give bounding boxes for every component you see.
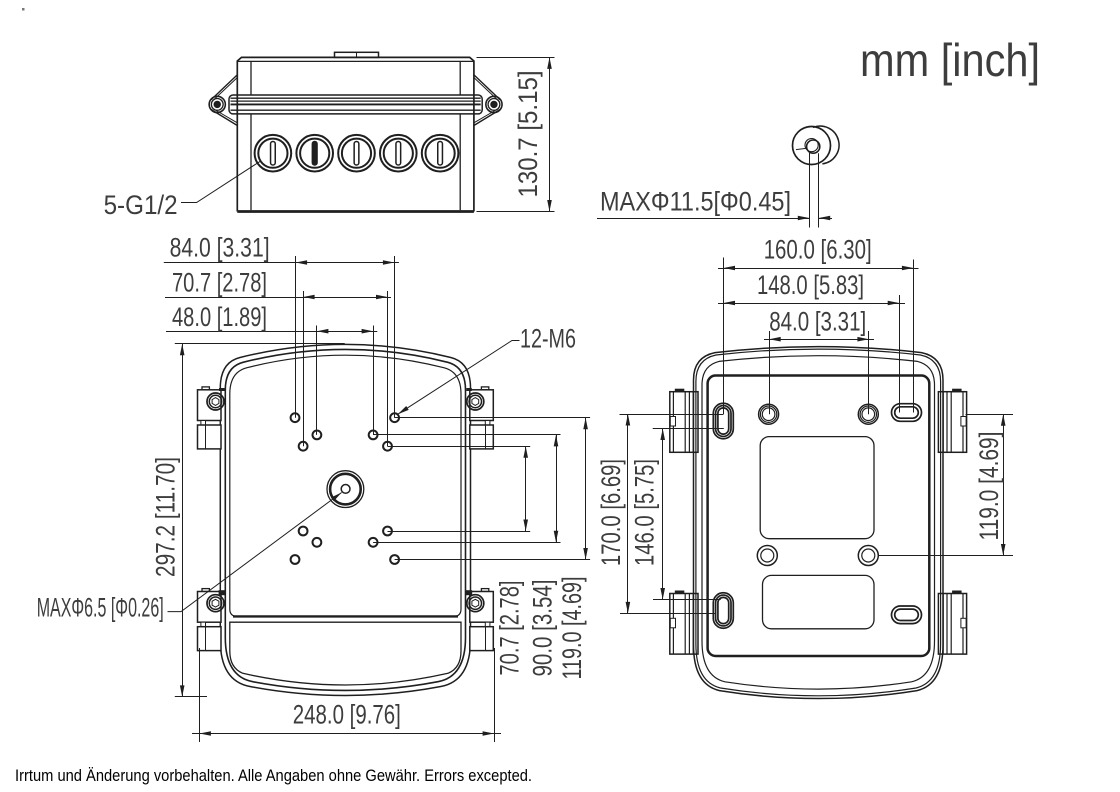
- svg-text:MAXΦ6.5 [Φ0.26]: MAXΦ6.5 [Φ0.26]: [37, 593, 164, 623]
- svg-text:70.7 [2.78]: 70.7 [2.78]: [172, 267, 267, 297]
- svg-text:119.0 [4.69]: 119.0 [4.69]: [974, 432, 1004, 541]
- svg-text:146.0 [5.75]: 146.0 [5.75]: [630, 459, 660, 566]
- svg-text:mm [inch]: mm [inch]: [860, 34, 1040, 86]
- svg-text:12-M6: 12-M6: [520, 324, 576, 354]
- svg-text:84.0 [3.31]: 84.0 [3.31]: [170, 233, 270, 263]
- svg-text:248.0 [9.76]: 248.0 [9.76]: [293, 700, 401, 730]
- svg-text:90.0 [3.54]: 90.0 [3.54]: [528, 580, 558, 677]
- svg-text:Irrtum und Änderung vorbehalte: Irrtum und Änderung vorbehalten. Alle An…: [15, 766, 532, 785]
- svg-text:84.0 [3.31]: 84.0 [3.31]: [769, 307, 866, 337]
- svg-text:130.7 [5.15]: 130.7 [5.15]: [513, 71, 543, 198]
- svg-text:5-G1/2: 5-G1/2: [104, 190, 178, 220]
- svg-text:48.0 [1.89]: 48.0 [1.89]: [172, 302, 267, 332]
- svg-text:170.0 [6.69]: 170.0 [6.69]: [596, 459, 626, 566]
- svg-text:148.0 [5.83]: 148.0 [5.83]: [757, 270, 864, 300]
- svg-text:MAXΦ11.5[Φ0.45]: MAXΦ11.5[Φ0.45]: [600, 187, 791, 217]
- svg-text:70.7 [2.78]: 70.7 [2.78]: [495, 581, 525, 676]
- svg-text:297.2 [11.70]: 297.2 [11.70]: [151, 457, 181, 577]
- svg-text:119.0 [4.69]: 119.0 [4.69]: [557, 577, 587, 680]
- svg-text:160.0 [6.30]: 160.0 [6.30]: [764, 235, 872, 265]
